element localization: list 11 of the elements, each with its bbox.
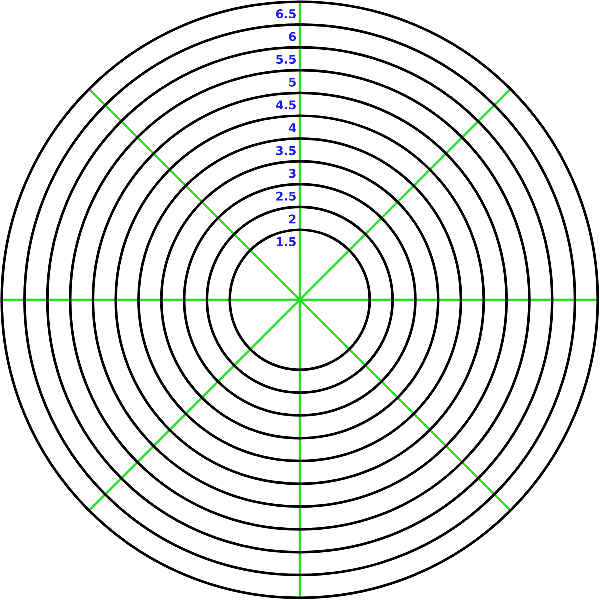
ring-label: 1.5 xyxy=(276,238,296,246)
ring-label: 2 xyxy=(289,214,296,224)
ring-label: 3 xyxy=(289,169,296,178)
ring-label: 6 xyxy=(289,32,296,42)
ring-label: 4.5 xyxy=(276,100,296,110)
ring-label: 2.5 xyxy=(276,192,296,201)
ring-label: 3.5 xyxy=(276,146,296,156)
ring-label: 5 xyxy=(289,78,296,87)
ring-label: 6.5 xyxy=(276,9,296,19)
ring-label: 4 xyxy=(289,124,296,132)
ring-label: 5.5 xyxy=(276,55,296,64)
